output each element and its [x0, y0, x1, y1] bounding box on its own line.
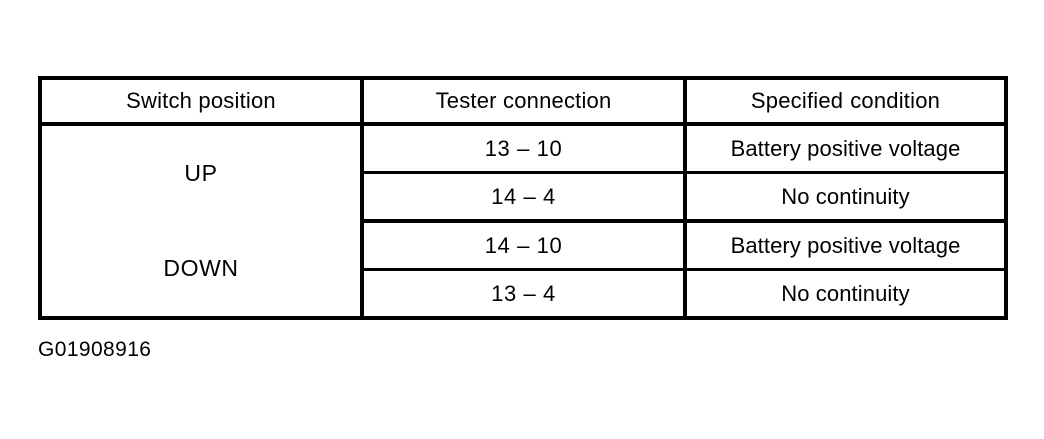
- column-header-specified-word-2: condition: [850, 88, 941, 113]
- table-header: Switch position Tester connection Specif…: [40, 78, 1006, 126]
- specification-table: Switch position Tester connection Specif…: [38, 76, 1008, 320]
- table-row: UP 13 – 10 Battery positive voltage: [40, 124, 1006, 221]
- cell-specified-condition: Battery positive voltage: [685, 221, 1006, 271]
- column-header-switch-position: Switch position: [40, 78, 364, 126]
- cell-specified-condition: Battery positive voltage: [685, 124, 1006, 174]
- cell-tester-connection: 13 – 4: [362, 269, 687, 318]
- cell-tester-connection: 14 – 4: [362, 172, 687, 223]
- table-body: UP 13 – 10 Battery positive voltage 14 –…: [40, 124, 1006, 318]
- column-header-specified-word-1: Specified: [750, 88, 844, 113]
- cell-tester-connection: 13 – 10: [362, 124, 687, 174]
- cell-switch-position-down: DOWN: [40, 221, 364, 318]
- cell-switch-position-up: UP: [40, 124, 364, 221]
- table-row: DOWN 14 – 10 Battery positive voltage: [40, 221, 1006, 318]
- table-header-row: Switch position Tester connection Specif…: [40, 78, 1006, 126]
- cell-specified-condition: No continuity: [685, 269, 1006, 318]
- table-row: 13 – 4 No continuity: [40, 269, 1006, 318]
- figure-caption: G01908916: [38, 338, 152, 361]
- cell-specified-condition: No continuity: [685, 172, 1006, 223]
- column-header-tester-connection: Tester connection: [362, 78, 687, 126]
- cell-tester-connection: 14 – 10: [362, 221, 687, 271]
- table-row: 14 – 4 No continuity: [40, 172, 1006, 223]
